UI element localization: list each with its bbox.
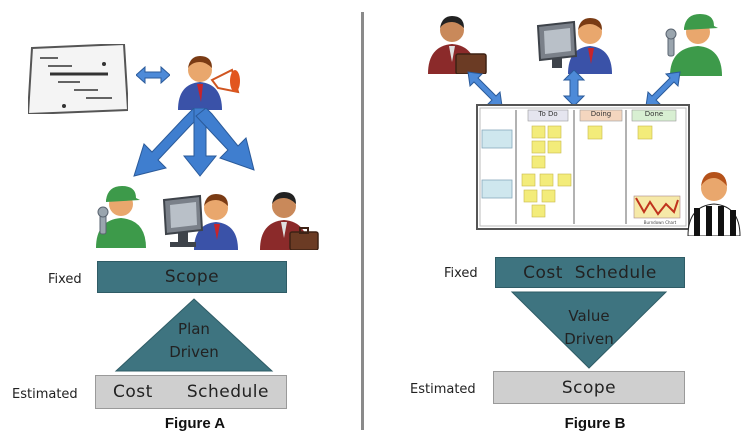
delegation-arrows bbox=[133, 108, 255, 177]
triangle-a-line2: Driven bbox=[169, 343, 219, 361]
board-column-done: Done bbox=[644, 110, 664, 118]
businessman-briefcase-icon bbox=[260, 192, 319, 250]
estimated-band-a: Cost Schedule bbox=[95, 375, 287, 409]
triangle-a-line1: Plan bbox=[178, 320, 210, 338]
fixed-label-a: Fixed bbox=[48, 272, 82, 287]
businessman-briefcase-icon bbox=[428, 16, 487, 74]
estimated-label-b: Estimated bbox=[410, 382, 476, 397]
burndown-chart-label: Burndown Chart bbox=[643, 220, 677, 225]
fixed-band-a: Scope bbox=[97, 261, 287, 293]
figure-b-caption: Figure B bbox=[564, 415, 626, 432]
estimated-band-a-schedule: Schedule bbox=[186, 382, 269, 402]
fixed-band-b-text: Cost Schedule bbox=[523, 262, 657, 283]
stakeholder-arrows bbox=[467, 70, 681, 107]
estimated-band-b: Scope bbox=[493, 371, 685, 404]
board-column-doing: Doing bbox=[590, 110, 612, 118]
mechanic-icon bbox=[665, 14, 722, 76]
mechanic-icon bbox=[96, 186, 146, 248]
figure-a-caption: Figure A bbox=[164, 415, 226, 432]
triangle-b-line2: Driven bbox=[564, 330, 614, 348]
scrum-master-referee-icon bbox=[687, 172, 741, 236]
developer-computer-icon bbox=[162, 194, 238, 250]
gantt-chart-thumbnail bbox=[28, 44, 128, 114]
manager-megaphone-icon bbox=[178, 56, 240, 110]
fixed-label-b: Fixed bbox=[444, 266, 478, 281]
board-column-todo: To Do bbox=[538, 110, 558, 118]
kanban-board bbox=[476, 104, 690, 230]
double-arrow-icon bbox=[136, 66, 170, 84]
fixed-band-b: Cost Schedule bbox=[495, 257, 685, 288]
estimated-band-a-cost: Cost bbox=[113, 382, 153, 402]
figure-divider bbox=[361, 12, 364, 430]
estimated-label-a: Estimated bbox=[12, 387, 78, 402]
developer-computer-icon bbox=[536, 18, 612, 74]
fixed-band-a-text: Scope bbox=[164, 267, 220, 287]
value-driven-triangle bbox=[510, 291, 668, 369]
triangle-b-line1: Value bbox=[568, 307, 610, 325]
plan-driven-triangle bbox=[114, 298, 274, 372]
estimated-band-b-text: Scope bbox=[561, 377, 617, 398]
